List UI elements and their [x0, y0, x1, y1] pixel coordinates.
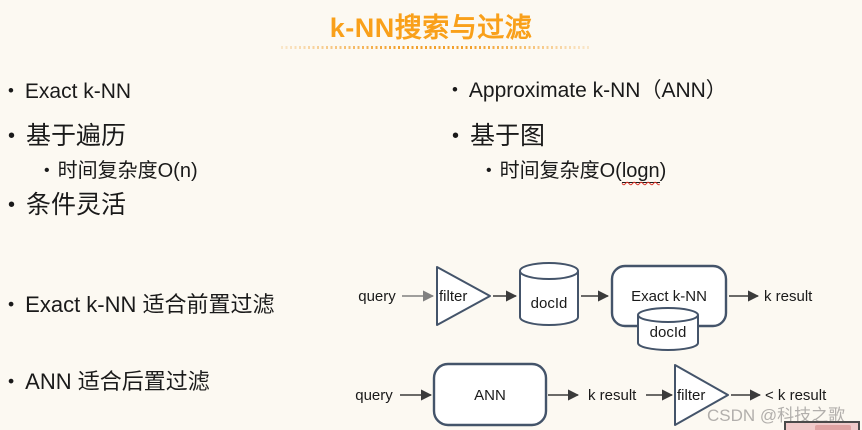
- bullet-dot: •: [8, 371, 15, 392]
- note-exact-knn-prefilter: • Exact k-NN 适合前置过滤: [8, 292, 275, 318]
- docid-cylinder-body: [519, 271, 579, 326]
- filter-triangle: [436, 266, 491, 326]
- label-suffix: ): [659, 160, 667, 182]
- bullet-dot: •: [44, 162, 50, 179]
- bullet-label: 条件灵活: [26, 191, 127, 219]
- bullet-label: 时间复杂度O(n): [57, 160, 198, 182]
- query-label: query: [355, 387, 393, 404]
- bullet-dot: •: [8, 81, 14, 101]
- bullet-time-complexity-logn: • 时间复杂度O(logn): [486, 159, 666, 183]
- k-result-label: k result: [764, 288, 813, 305]
- label-prefix: 时间复杂度O(: [499, 160, 622, 182]
- bullet-label: 时间复杂度O(logn): [499, 159, 667, 183]
- bullet-label: 基于图: [470, 122, 546, 150]
- docid2-label: docId: [650, 324, 687, 341]
- less-than-k-result-label: < k result: [765, 387, 827, 404]
- filter-label: filter: [677, 387, 705, 404]
- ann-label: ANN: [474, 387, 506, 404]
- note-label: ANN 适合后置过滤: [25, 369, 210, 394]
- bullet-time-complexity-on: • 时间复杂度O(n): [44, 159, 198, 183]
- diagram-exact-knn-prefilter: query filter docId Exact k-NN docId k re…: [358, 262, 813, 351]
- exact-knn-label: Exact k-NN: [631, 288, 707, 305]
- bullet-dot: •: [452, 125, 460, 147]
- bullet-exact-knn: • Exact k-NN: [8, 79, 131, 104]
- bullet-approximate-knn: • Approximate k-NN（ANN）: [452, 78, 727, 103]
- csdn-watermark: CSDN @科技之歌: [707, 406, 846, 425]
- filter-label: filter: [439, 288, 467, 305]
- bullet-label: 基于遍历: [26, 122, 127, 150]
- ann-box: [432, 362, 548, 427]
- clipped-bottom-right-element: [784, 421, 860, 430]
- docid2-cylinder-top: [637, 307, 699, 323]
- bullet-dot: •: [8, 194, 16, 216]
- docid-cylinder-top: [519, 262, 579, 280]
- bullet-flexible-conditions: • 条件灵活: [8, 190, 126, 220]
- label-logn-underlined: logn: [621, 160, 660, 183]
- docid2-cylinder-body: [637, 315, 699, 351]
- k-result-label: k result: [588, 387, 637, 404]
- note-label: Exact k-NN 适合前置过滤: [25, 292, 275, 317]
- diagram-ann-postfilter: query ANN k result filter < k result: [355, 362, 827, 427]
- query-label: query: [358, 288, 396, 305]
- bullet-dot: •: [486, 162, 492, 179]
- bullet-label: Exact k-NN: [24, 80, 132, 103]
- page-title: k-NN搜索与过滤: [329, 13, 533, 43]
- bullet-dot: •: [8, 294, 15, 315]
- title-underline: [281, 46, 589, 49]
- clipped-element-content: [815, 425, 851, 430]
- note-ann-postfilter: • ANN 适合后置过滤: [8, 369, 210, 395]
- filter-triangle: [674, 364, 729, 426]
- bullet-label: Approximate k-NN（ANN）: [468, 79, 727, 102]
- docid-label: docId: [531, 295, 568, 312]
- bullet-graph-based: • 基于图: [452, 121, 545, 151]
- bullet-dot: •: [8, 125, 16, 147]
- bullet-dot: •: [452, 80, 458, 100]
- bullet-traversal-based: • 基于遍历: [8, 121, 126, 151]
